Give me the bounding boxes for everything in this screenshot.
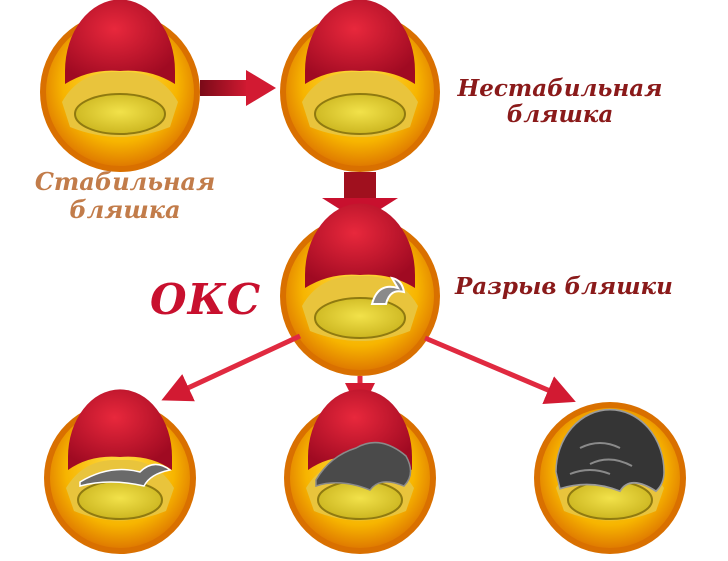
vessel-outcome-partial-occlusion (284, 389, 436, 554)
label-acs: ОКС (150, 275, 262, 324)
vessel-unstable (280, 0, 440, 172)
label-unstable-plaque: Нестабильная бляшка (457, 75, 663, 129)
label-plaque-rupture: Разрыв бляшки (455, 273, 673, 300)
vessel-rupture (280, 203, 440, 376)
vessel-outcome-full-occlusion (534, 402, 686, 554)
label-stable-plaque: Стабильная бляшка (34, 167, 216, 224)
vessel-outcome-small-thrombus (44, 389, 196, 554)
arrow-stable-to-unstable (200, 70, 276, 106)
vessel-stable (40, 0, 200, 172)
